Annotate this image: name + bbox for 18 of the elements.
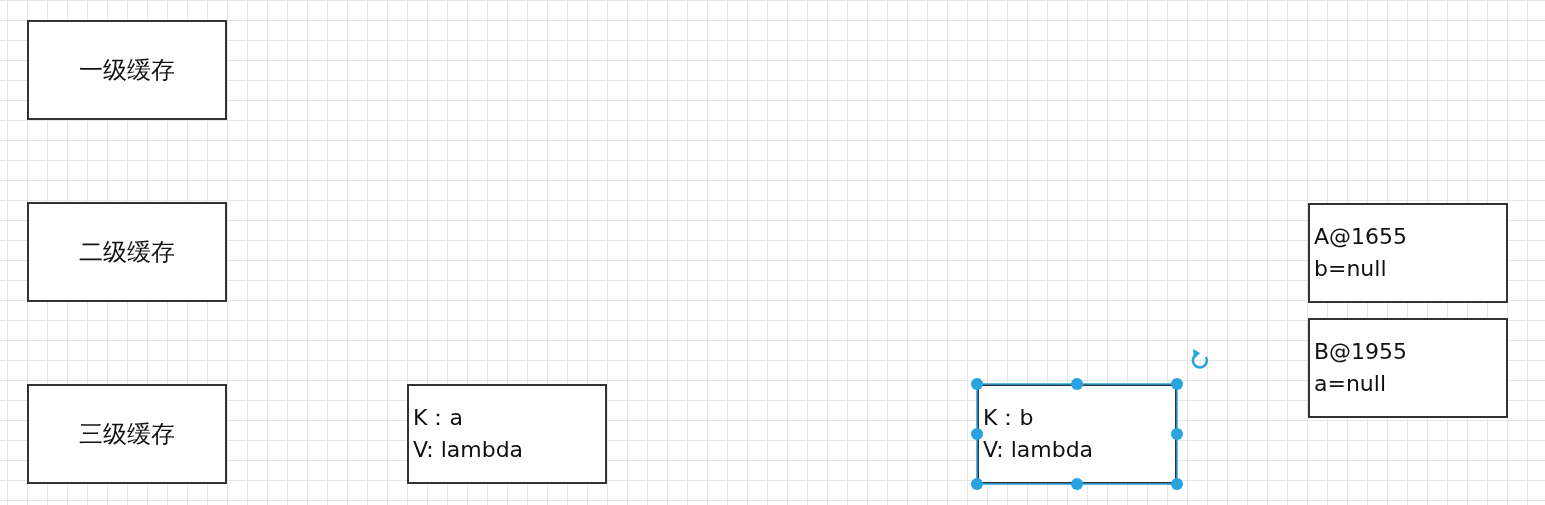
node-text: 一级缓存: [79, 55, 175, 86]
node-text: K：b: [983, 404, 1034, 432]
node-text: V: lambda: [983, 436, 1094, 464]
process-box: [1308, 318, 1508, 418]
node-text: A@1655: [1314, 223, 1408, 251]
node-text: K：a: [413, 404, 463, 432]
process-box: [407, 384, 607, 484]
node-text: B@1955: [1314, 338, 1408, 366]
process-box: [27, 202, 227, 302]
process-box: [27, 20, 227, 120]
process-box: [1308, 203, 1508, 303]
process-box: [977, 384, 1177, 484]
node-text: b=null: [1314, 255, 1387, 283]
node-text: V: lambda: [413, 436, 524, 464]
node-text: a=null: [1314, 370, 1387, 398]
node-text: 二级缓存: [79, 237, 175, 268]
process-box: [27, 384, 227, 484]
node-text: 三级缓存: [79, 419, 175, 450]
